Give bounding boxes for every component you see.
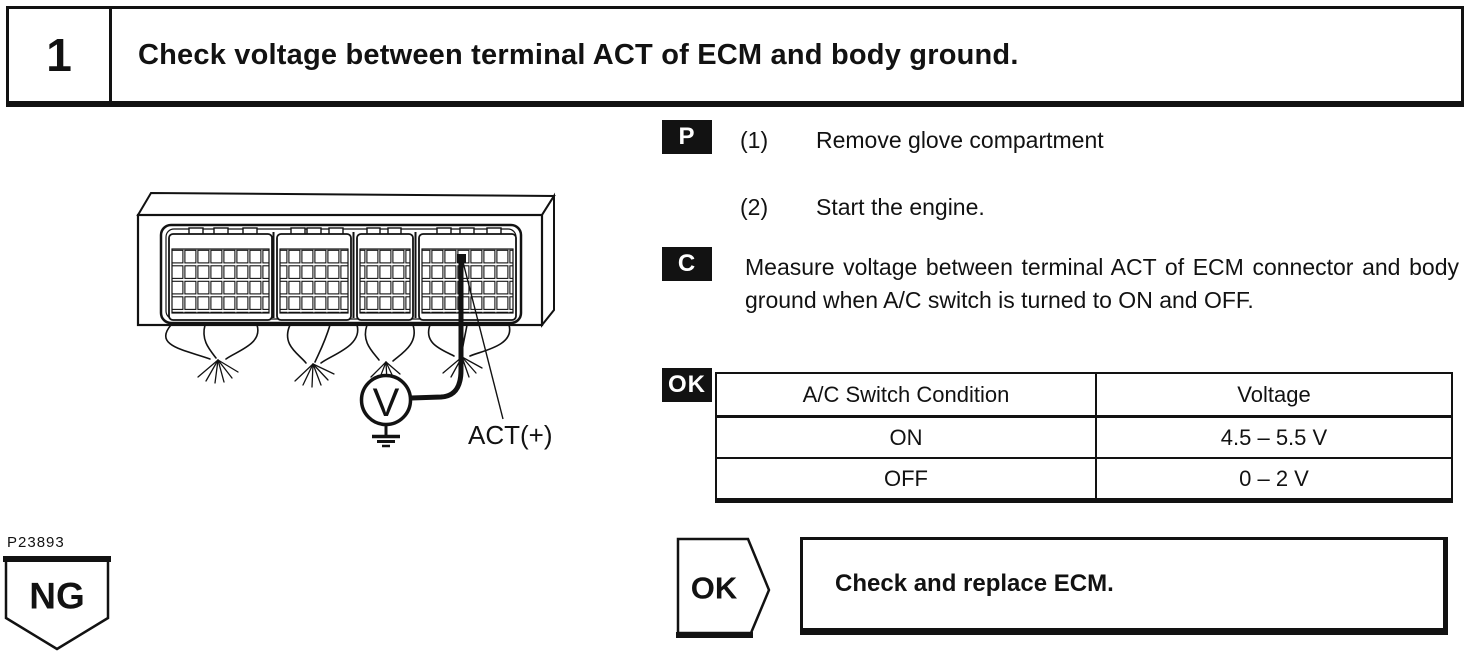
ng-flow-marker: NG <box>3 556 111 651</box>
act-label-leader-line <box>462 261 504 420</box>
voltmeter: V <box>359 373 413 427</box>
table-row: ON 4.5 – 5.5 V <box>715 415 1453 459</box>
spec-table-header-row: A/C Switch Condition Voltage <box>715 372 1453 418</box>
ecm-connector-diagram: V ACT(+) <box>136 191 556 450</box>
spec-cell-voltage-off: 0 – 2 V <box>1095 457 1453 503</box>
ok-spec-badge: OK <box>662 368 712 402</box>
step-header: 1 Check voltage between terminal ACT of … <box>6 6 1464 107</box>
step-1-text: Remove glove compartment <box>816 127 1104 153</box>
voltage-spec-table: A/C Switch Condition Voltage ON 4.5 – 5.… <box>715 372 1453 503</box>
connector-blocks <box>168 227 517 321</box>
step-title: Check voltage between terminal ACT of EC… <box>138 38 1019 71</box>
ng-label: NG <box>29 576 85 617</box>
check-instruction: Measure voltage between terminal ACT of … <box>745 254 1459 313</box>
preparation-step-2: (2) Start the engine. <box>740 194 985 221</box>
ok-flow-arrow: OK <box>676 537 771 638</box>
ok-label: OK <box>691 571 738 606</box>
ok-action-box: Check and replace ECM. <box>800 537 1448 635</box>
spec-cell-condition-off: OFF <box>715 457 1097 503</box>
act-terminal-label: ACT(+) <box>468 420 553 450</box>
preparation-step-1: (1) Remove glove compartment <box>740 127 1104 154</box>
voltmeter-label: V <box>373 381 400 425</box>
photo-id-label: P23893 <box>7 534 65 551</box>
spec-cell-voltage-on: 4.5 – 5.5 V <box>1095 415 1453 459</box>
spec-header-voltage: Voltage <box>1095 372 1453 418</box>
step-2-number: (2) <box>740 194 769 220</box>
act-terminal-marker <box>457 254 466 263</box>
ok-action-text: Check and replace ECM. <box>835 570 1114 597</box>
ground-symbol <box>372 424 400 448</box>
step-2-text: Start the engine. <box>816 194 985 220</box>
spec-cell-condition-on: ON <box>715 415 1097 459</box>
preparation-badge: P <box>662 120 712 154</box>
step-number: 1 <box>9 9 112 101</box>
check-badge: C <box>662 247 712 281</box>
step-1-number: (1) <box>740 127 769 153</box>
spec-header-condition: A/C Switch Condition <box>715 372 1097 418</box>
table-row: OFF 0 – 2 V <box>715 457 1453 503</box>
wire-bundles <box>164 324 511 388</box>
probe-wire <box>408 258 464 401</box>
